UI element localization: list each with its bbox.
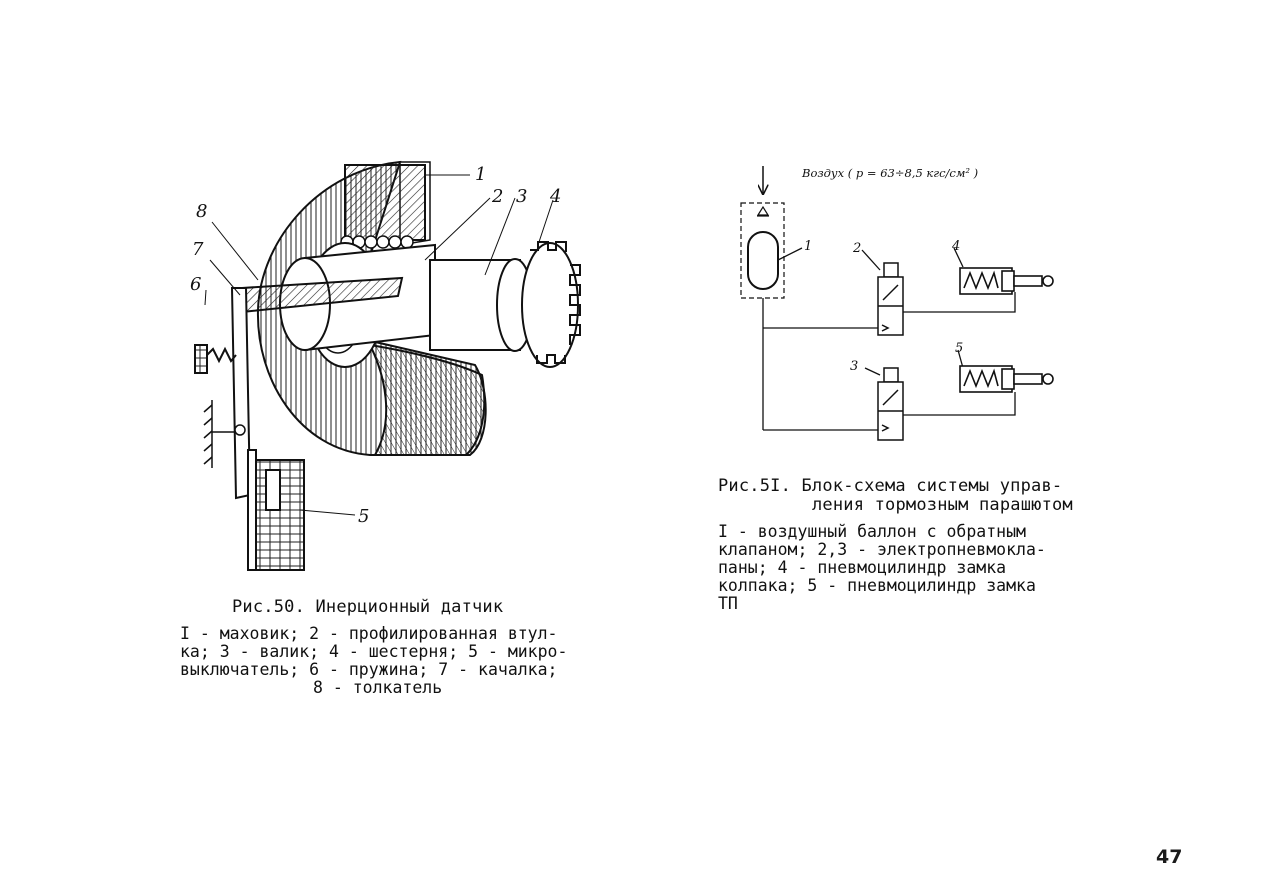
figure-50-caption-line-4: 8 - толкатель <box>313 678 443 697</box>
pneumatic-cylinder-5 <box>959 365 1054 393</box>
callout-8: 8 <box>196 201 207 222</box>
callout-7: 7 <box>192 239 204 260</box>
pneumatic-cylinder-4 <box>959 267 1054 295</box>
figure-51-caption-line-1: I - воздушный баллон с обратным <box>718 522 1026 541</box>
air-label: Воздух ( p = 63÷8,5 кгс/см² ) <box>801 166 978 180</box>
callout-5: 5 <box>358 506 369 527</box>
electro-pneumatic-valve-2 <box>877 262 904 336</box>
page-number: 47 <box>1156 846 1183 868</box>
callout-2: 2 <box>852 241 861 256</box>
gear <box>521 241 581 368</box>
figure-50-caption-line-1: I - маховик; 2 - профилированная втул- <box>180 624 558 643</box>
pneumatic-lines <box>762 247 1016 431</box>
callout-4: 4 <box>549 186 561 207</box>
figure-51-diagram: Воздух ( p = 63÷8,5 кгс/см² ) <box>740 166 1054 441</box>
callout-3: 3 <box>516 186 527 207</box>
callout-6: 6 <box>190 274 201 295</box>
callout-1: 1 <box>475 164 486 185</box>
figure-50-caption-title: Рис.50. Инерционный датчик <box>232 597 504 617</box>
callout-5: 5 <box>955 341 963 356</box>
microswitch <box>247 449 305 571</box>
leader-lines <box>204 174 554 516</box>
figure-51-caption-line-4: колпака; 5 - пневмоцилиндр замка <box>718 576 1036 595</box>
figure-50-caption-line-2: ка; 3 - валик; 4 - шестерня; 5 - микро- <box>180 642 568 661</box>
callout-2: 2 <box>491 186 503 207</box>
figure-50-drawing: 1 2 3 4 5 6 7 8 <box>190 160 581 571</box>
figure-51-caption-line-3: паны; 4 - пневмоцилиндр замка <box>718 558 1007 577</box>
bearing-balls <box>340 235 414 249</box>
figure-51-caption-line-2: клапаном; 2,3 - электропневмокла- <box>718 540 1046 559</box>
figure-51-caption-title-line-2: ления тормозным парашютом <box>812 495 1073 515</box>
flywheel-block-1 <box>344 164 426 241</box>
callout-1: 1 <box>804 239 812 254</box>
figure-50-caption-line-3: выключатель; 6 - пружина; 7 - качалка; <box>180 660 558 679</box>
callout-4: 4 <box>951 239 960 254</box>
figure-51-caption-title-line-1: Рис.5I. Блок-схема системы управ- <box>718 476 1063 496</box>
pivot-ground <box>203 400 236 468</box>
air-balloon <box>740 202 785 299</box>
spring <box>194 344 237 374</box>
callout-3: 3 <box>850 359 858 374</box>
figure-51-caption-line-5: ТП <box>718 594 738 613</box>
electro-pneumatic-valve-3 <box>877 367 904 441</box>
